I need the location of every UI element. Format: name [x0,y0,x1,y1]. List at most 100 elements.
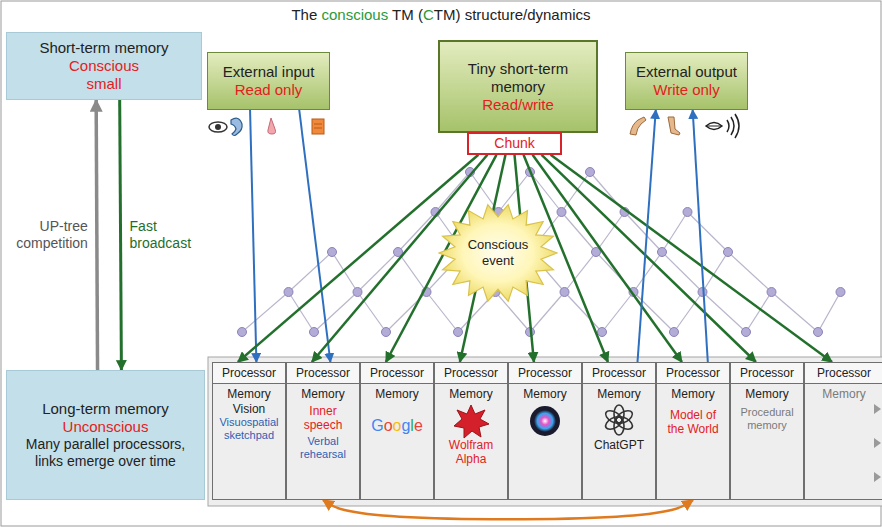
chatgpt-icon [604,405,635,435]
connector-arrow [638,110,656,362]
node-detail: Google [361,416,433,435]
memory-box: Tiny short-term memoryRead/write [438,40,598,133]
sense-icons-part [312,119,324,134]
title-char [388,6,392,23]
title-char: u [481,6,489,23]
processor-column: ProcessorMemoryModel of the World [656,362,730,500]
processor-label: Processor [361,363,433,384]
processor-column: ProcessorMemoryInner speechVerbal rehear… [286,362,360,500]
node-subtitle: Unconscious [63,418,149,436]
node-detail: Wolfram Alpha [435,438,507,467]
tree-node [767,288,776,297]
connector-arrow [693,110,708,362]
tree-node [742,328,751,337]
tree-node [328,248,337,257]
title-char: h [301,6,309,23]
node-subtitle: Memory [583,387,655,401]
processor-label: Processor [287,363,359,384]
logo-letter: e [414,417,423,434]
node-subtitle: Memory [805,387,882,401]
tree-node [353,288,362,297]
title-char: s [381,6,389,23]
edge-label: Fast broadcast [130,218,206,252]
output-icons-part [706,123,722,130]
title-char: t [497,6,501,23]
connector-arrow [96,100,97,370]
node-heading: Tiny short-term memory [445,60,591,96]
tree-node [724,248,733,257]
title-char: e [309,6,317,23]
title-char: m [560,6,573,23]
connector-arrow [250,110,256,362]
processor-label: Processor [583,363,655,384]
io-box: External inputRead only [207,52,330,110]
title-char: i [361,6,364,23]
connector-arrow [323,500,693,519]
title-char: e [515,6,523,23]
node-heading: Short-term memory [39,39,168,57]
tree-node [836,288,845,297]
tree-node [814,328,823,337]
title-char [460,6,464,23]
processor-label: Processor [213,363,285,384]
tree-link [703,292,747,332]
title-char: u [501,6,509,23]
tree-node [557,208,566,217]
continuation-marks-part [874,438,881,448]
logo-letter: l [410,417,414,434]
starburst-shape [439,205,557,302]
node-subtitle: Memory [509,387,581,401]
title-char: y [536,6,544,23]
processor-column: ProcessorMemoryProcedural memory [730,362,804,500]
tree-link [703,252,729,292]
connector-arrow [533,155,682,362]
node-subtitle: Memory [287,387,359,401]
output-icons-part [630,117,646,135]
node-subtitle: Memory [435,387,507,401]
node-subtitle: Memory [361,387,433,401]
logo-letter: o [384,417,393,434]
processor-column: ProcessorMemory [804,362,882,500]
title-char: n [337,6,345,23]
continuation-marks-part [874,404,881,414]
title-char: o [364,6,372,23]
title-char: a [551,6,559,23]
title-char: / [523,6,527,23]
tree-link [398,252,427,292]
processor-label: Processor [805,363,882,384]
sense-icons-part [231,118,242,135]
title-char: d [527,6,535,23]
processor-column: ProcessorMemoryChatGPT [582,362,656,500]
tree-link [772,292,819,332]
node-heading: External output [636,63,737,81]
title-char: ( [418,6,423,23]
tree-link [818,292,841,332]
output-icons-part [668,117,680,135]
tree-link [565,252,597,292]
node-subtitle: Read only [235,81,303,99]
node-detail: ChatGPT [583,438,655,452]
sense-icons [209,118,324,136]
diagram-title: The conscious TM (CTM) structure/dynamic… [0,6,882,23]
edge-label: UP-tree competition [4,218,88,252]
output-icons [630,114,739,138]
tree-link [530,172,562,212]
tree-node [310,328,319,337]
tree-node [454,328,463,337]
up-tree [238,168,846,337]
title-char: t [472,6,476,23]
tree-node [560,288,569,297]
tree-link [314,292,358,332]
title-char: c [353,6,361,23]
tree-link [358,292,387,332]
node-detail: Visuospatial sketchpad [213,416,285,442]
node-subtitle: Memory [213,387,285,401]
continuation-marks-part [874,472,881,482]
tree-node [658,248,667,257]
title-char: u [372,6,380,23]
connector-arrow [542,155,756,362]
memory-box: Long-term memoryUnconsciousMany parallel… [6,370,205,500]
tree-node [586,168,595,177]
processor-label: Processor [657,363,729,384]
